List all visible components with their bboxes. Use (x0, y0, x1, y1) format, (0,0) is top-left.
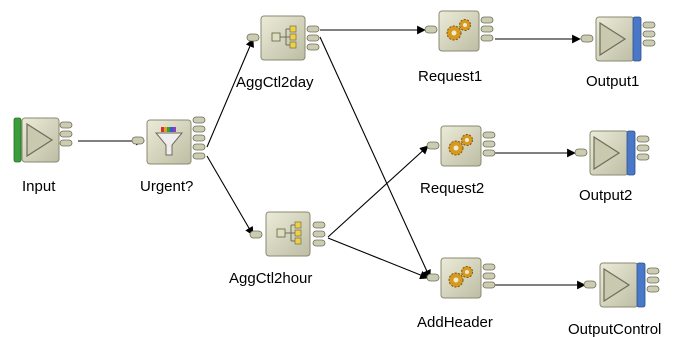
aggregate-control-icon (246, 15, 320, 61)
node-label-aggctl2hour: AggCtl2hour (229, 270, 312, 287)
node-label-input: Input (22, 178, 56, 195)
output-node-icon (583, 262, 660, 308)
node-label-request2: Request2 (420, 180, 484, 197)
gear-icon (426, 125, 496, 167)
gear-icon (426, 257, 496, 299)
node-addheader[interactable]: AddHeader (417, 257, 496, 331)
node-request2[interactable]: Request2 (420, 125, 496, 197)
node-label-request1: Request1 (418, 68, 482, 85)
connection-urgent-to-aggctl2day[interactable] (206, 38, 254, 148)
node-request1[interactable]: Request1 (418, 10, 494, 85)
node-output1[interactable]: Output1 (580, 16, 656, 90)
node-input[interactable]: Input (13, 117, 73, 195)
aggregate-control-icon (249, 211, 326, 257)
connection-layer (78, 25, 586, 290)
filter-node-icon (131, 116, 206, 165)
gear-icon (424, 10, 494, 52)
node-label-aggctl2day: AggCtl2day (236, 74, 314, 91)
output-node-icon (574, 130, 650, 176)
connection-urgent-to-aggctl2hour[interactable] (206, 155, 254, 236)
node-label-output2: Output2 (579, 187, 632, 204)
node-label-urgent: Urgent? (140, 178, 193, 195)
connection-aggctl2hour-to-request2[interactable] (327, 145, 429, 238)
connection-aggctl2day-to-addheader[interactable] (319, 36, 431, 279)
node-urgent[interactable]: Urgent? (131, 116, 206, 195)
connection-aggctl2hour-to-addheader[interactable] (327, 237, 429, 280)
node-label-output1: Output1 (586, 73, 639, 90)
node-aggctl2day[interactable]: AggCtl2day (236, 15, 320, 91)
output-node-icon (580, 16, 656, 62)
node-outputcontrol[interactable]: OutputControl (568, 262, 661, 337)
input-node-icon (13, 117, 73, 163)
node-label-outputcontrol: OutputControl (568, 321, 661, 337)
node-aggctl2hour[interactable]: AggCtl2hour (229, 211, 326, 287)
node-output2[interactable]: Output2 (574, 130, 650, 204)
node-label-addheader: AddHeader (417, 314, 493, 331)
